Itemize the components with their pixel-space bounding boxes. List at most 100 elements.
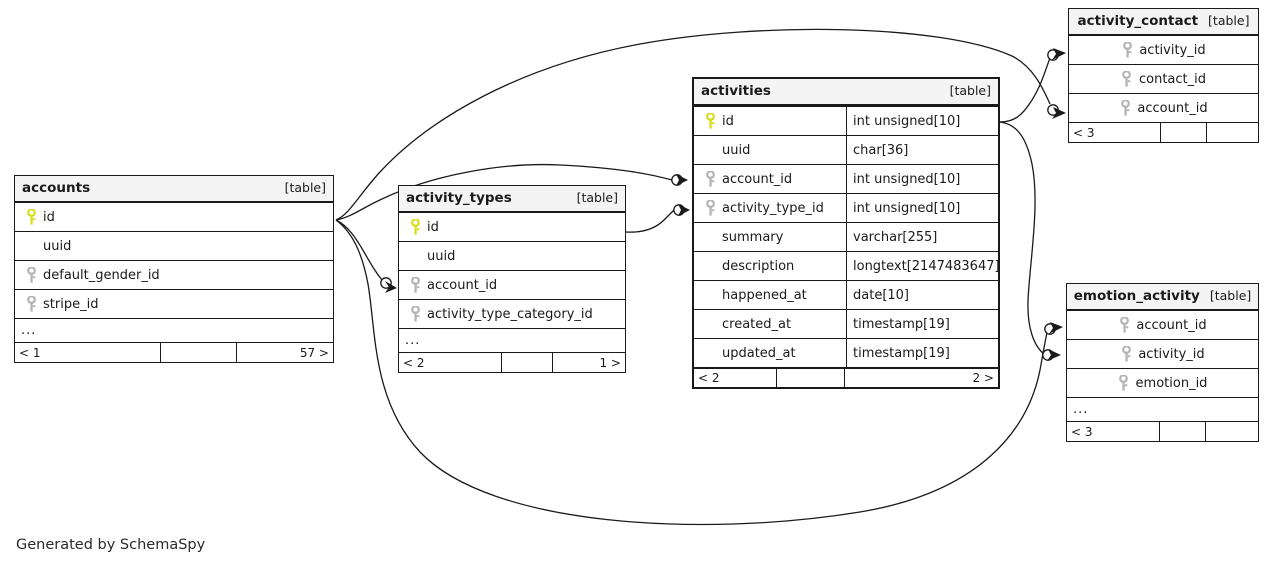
column-row[interactable]: emotion_id (1067, 368, 1258, 397)
column-row[interactable]: description longtext[2147483647] (694, 251, 1000, 280)
column-name-cell: account_id (1069, 94, 1258, 122)
column-name-label: account_id (1137, 100, 1208, 116)
column-name-cell: stripe_id (15, 290, 333, 318)
column-name-label: id (722, 113, 734, 129)
table-title: activities (701, 83, 771, 99)
column-name-cell: uuid (694, 136, 846, 164)
table-type-tag: [table] (284, 180, 326, 195)
column-name-label: account_id (1136, 317, 1207, 333)
footer-middle (1159, 123, 1206, 142)
column-row[interactable]: uuid (15, 231, 333, 260)
table-footer: < 2 1 > (399, 352, 625, 372)
column-row[interactable]: id (399, 212, 625, 241)
column-row[interactable]: activity_type_category_id (399, 299, 625, 328)
column-name-label: activity_type_id (722, 200, 824, 216)
table-title: activity_contact (1077, 13, 1199, 29)
edge-accounts-activity-types (335, 219, 385, 283)
column-row[interactable]: id int unsigned[10] (694, 106, 998, 135)
column-name-cell: account_id (399, 271, 625, 299)
edge-activities-activity-contact (999, 57, 1051, 123)
column-name-label: emotion_id (1135, 375, 1208, 391)
column-name-cell: default_gender_id (15, 261, 333, 289)
column-row[interactable]: account_id (399, 270, 625, 299)
table-header-activity_contact: activity_contact[table] (1069, 9, 1258, 35)
footer-middle (776, 369, 844, 387)
footer-incoming-count: < 3 (1073, 125, 1095, 140)
column-name-label: updated_at (722, 345, 796, 361)
footer-middle (159, 343, 236, 362)
table-footer: < 3 (1067, 421, 1258, 441)
column-name-label: id (43, 209, 55, 225)
column-row[interactable]: id (15, 202, 333, 231)
column-name-label: description (722, 258, 795, 274)
foreign-key-icon (405, 277, 425, 293)
column-row[interactable]: activity_id (1069, 35, 1258, 64)
column-name-cell: happened_at (694, 281, 846, 309)
column-row[interactable]: summary varchar[255] (694, 222, 998, 251)
table-footer: < 3 (1069, 122, 1258, 142)
column-type-cell: longtext[2147483647] (846, 252, 1000, 280)
foreign-key-icon (1116, 346, 1136, 362)
column-name-cell: id (694, 107, 846, 135)
foreign-key-icon (21, 296, 41, 312)
column-row[interactable]: account_id (1069, 93, 1258, 122)
footer-incoming-count: < 2 (698, 371, 720, 385)
credit-label: Generated by SchemaSpy (16, 537, 206, 553)
column-name-label: stripe_id (43, 296, 99, 312)
footer-outgoing-count: 1 > (551, 353, 625, 372)
footer-incoming-count: < 2 (403, 355, 425, 370)
column-row[interactable]: updated_at timestamp[19] (694, 338, 998, 367)
column-row[interactable]: uuid (399, 241, 625, 270)
column-type-cell: timestamp[19] (846, 339, 998, 367)
column-name-label: summary (722, 229, 784, 245)
foreign-key-icon (700, 171, 720, 187)
footer-middle (1158, 422, 1206, 441)
footer-outgoing-count (1205, 422, 1258, 441)
table-type-tag: [table] (576, 190, 618, 205)
footer-middle (500, 353, 552, 372)
footer-outgoing-count: 57 > (236, 343, 333, 362)
footer-outgoing-count (1206, 123, 1258, 142)
column-name-cell: activity_type_id (694, 194, 846, 222)
column-name-cell: description (694, 252, 846, 280)
column-row[interactable]: default_gender_id (15, 260, 333, 289)
column-name-cell: uuid (15, 232, 333, 260)
column-name-label: created_at (722, 316, 792, 332)
column-name-cell: emotion_id (1067, 369, 1258, 397)
column-row[interactable]: account_id (1067, 310, 1258, 339)
edge-activities-emotion-activity (999, 121, 1045, 355)
column-row[interactable]: contact_id (1069, 64, 1258, 93)
column-name-label: activity_id (1139, 42, 1206, 58)
column-name-cell: contact_id (1069, 65, 1258, 93)
table-header-emotion_activity: emotion_activity[table] (1067, 284, 1258, 310)
column-row[interactable]: activity_id (1067, 339, 1258, 368)
column-row[interactable]: stripe_id (15, 289, 333, 318)
column-type-cell: int unsigned[10] (846, 107, 998, 135)
more-columns-ellipsis: ... (399, 328, 625, 352)
foreign-key-icon (21, 267, 41, 283)
column-name-label: default_gender_id (43, 267, 160, 283)
column-name-label: activity_type_category_id (427, 306, 593, 322)
column-name-cell: created_at (694, 310, 846, 338)
column-name-cell: account_id (694, 165, 846, 193)
column-type-cell: varchar[255] (846, 223, 998, 251)
column-type-cell: char[36] (846, 136, 998, 164)
table-title: accounts (22, 180, 91, 196)
table-type-tag: [table] (1209, 288, 1252, 303)
column-name-label: uuid (427, 248, 456, 264)
footer-incoming-count: < 1 (19, 345, 41, 360)
column-name-cell: uuid (399, 242, 625, 270)
column-name-label: uuid (43, 238, 72, 254)
